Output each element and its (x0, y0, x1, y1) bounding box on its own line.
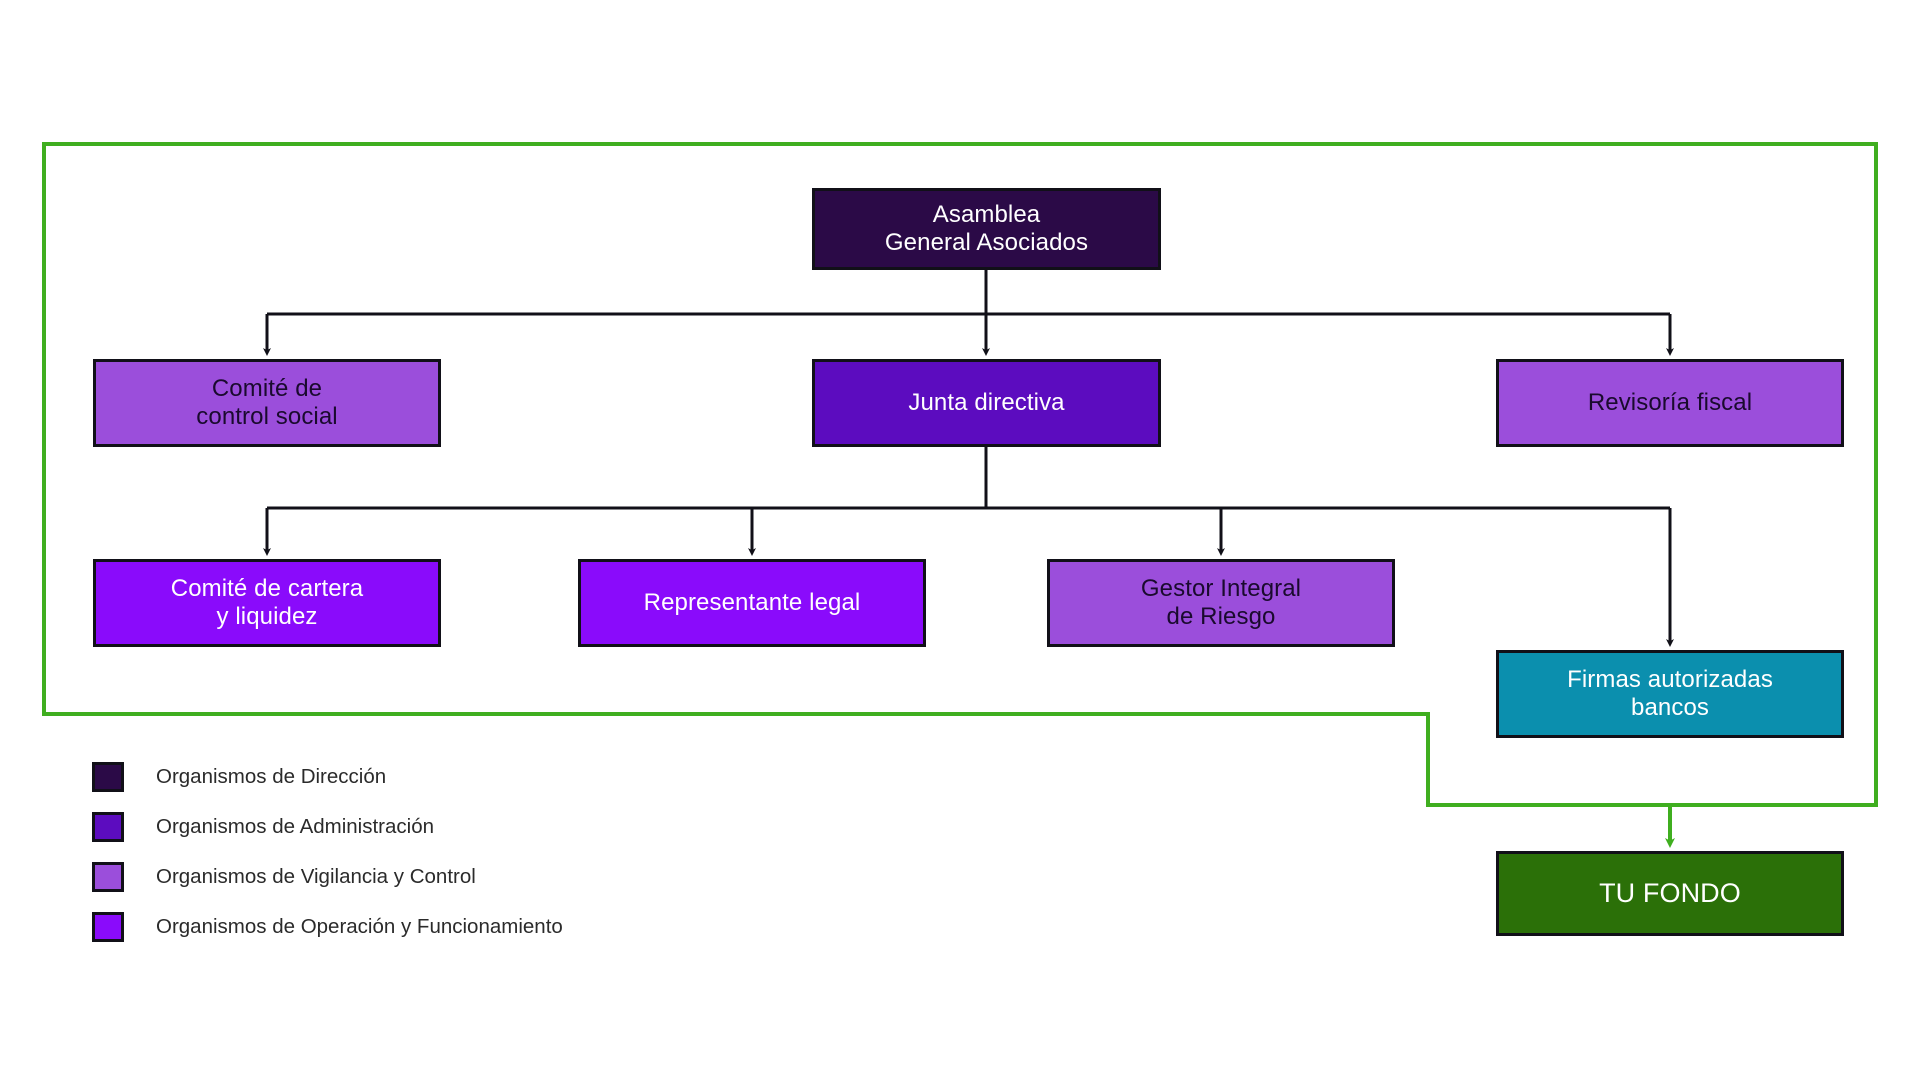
legend-item-label: Organismos de Vigilancia y Control (156, 865, 476, 888)
node-representante-legal[interactable]: Representante legal (578, 559, 926, 647)
node-tu-fondo[interactable]: TU FONDO (1496, 851, 1844, 936)
node-label: Revisoría fiscal (1587, 388, 1753, 416)
legend-swatch-icon (92, 762, 124, 792)
node-comite-cartera-y-liquidez[interactable]: Comité de cartera y liquidez (93, 559, 441, 647)
legend-item-administracion: Organismos de Administración (92, 802, 563, 852)
node-label: Firmas autorizadas bancos (1567, 665, 1773, 721)
node-label: TU FONDO (1599, 877, 1741, 908)
node-asamblea-general-asociados[interactable]: Asamblea General Asociados (812, 188, 1161, 270)
node-label: Junta directiva (908, 388, 1065, 416)
legend-item-vigilancia-control: Organismos de Vigilancia y Control (92, 852, 563, 902)
node-label: Comité de cartera y liquidez (170, 574, 364, 630)
node-label: Comité de control social (196, 374, 338, 430)
node-label: Representante legal (643, 588, 861, 616)
legend-swatch-icon (92, 912, 124, 942)
legend-item-operacion-funcionamiento: Organismos de Operación y Funcionamiento (92, 902, 563, 952)
node-junta-directiva[interactable]: Junta directiva (812, 359, 1161, 447)
legend-item-direccion: Organismos de Dirección (92, 752, 563, 802)
legend-item-label: Organismos de Dirección (156, 765, 387, 788)
legend-swatch-icon (92, 812, 124, 842)
node-label: Asamblea General Asociados (884, 200, 1089, 256)
node-firmas-autorizadas-bancos[interactable]: Firmas autorizadas bancos (1496, 650, 1844, 738)
legend-item-label: Organismos de Administración (156, 815, 435, 838)
node-gestor-integral-de-riesgo[interactable]: Gestor Integral de Riesgo (1047, 559, 1395, 647)
legend-item-label: Organismos de Operación y Funcionamiento (156, 915, 563, 938)
node-revisoria-fiscal[interactable]: Revisoría fiscal (1496, 359, 1844, 447)
legend-swatch-icon (92, 862, 124, 892)
node-comite-control-social[interactable]: Comité de control social (93, 359, 441, 447)
legend: Organismos de Dirección Organismos de Ad… (92, 752, 563, 952)
node-label: Gestor Integral de Riesgo (1140, 574, 1302, 630)
